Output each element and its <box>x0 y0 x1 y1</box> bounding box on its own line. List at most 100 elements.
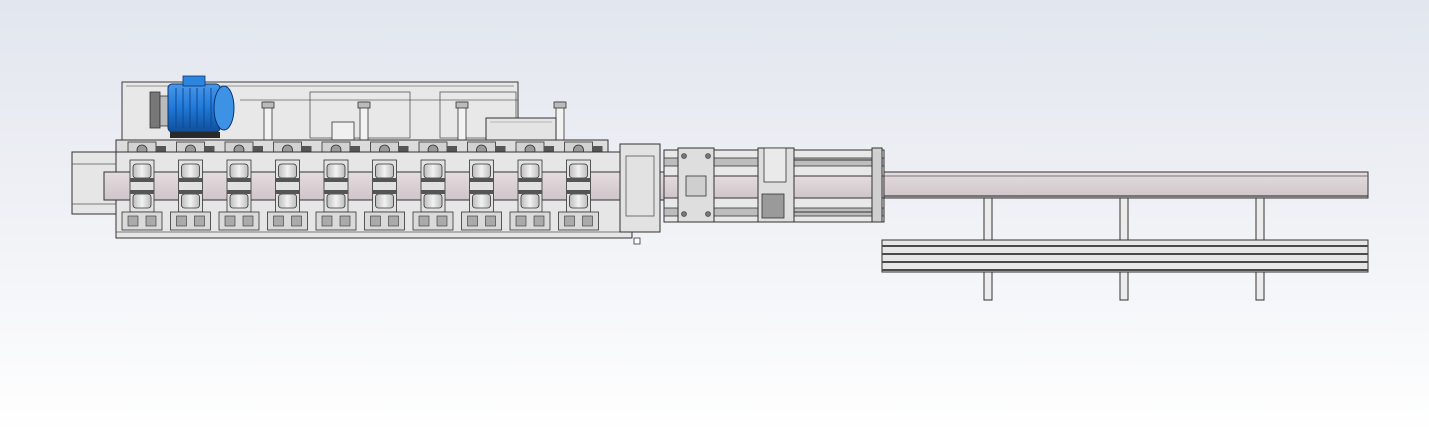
bearing-block <box>564 215 575 227</box>
cutting-unit <box>663 147 885 223</box>
chain-link <box>495 146 506 154</box>
punch-bolt <box>705 211 711 217</box>
idler-roller <box>331 121 355 143</box>
roller-band <box>275 190 300 194</box>
roller-band <box>518 190 542 194</box>
table-leg-lower <box>983 271 993 301</box>
runout-table-legs <box>983 197 1265 301</box>
upper-roller <box>423 163 443 179</box>
roller-band <box>178 190 203 194</box>
chain-link <box>253 146 263 154</box>
lower-roller <box>569 193 588 209</box>
lower-roller <box>375 193 394 209</box>
bearing-block <box>418 215 430 227</box>
roll-forming-machine <box>71 75 665 245</box>
cutter-end-plate <box>871 147 883 223</box>
lower-rail-frame <box>881 239 1369 273</box>
roller-band <box>372 178 397 182</box>
exit-housing <box>619 143 661 233</box>
bearing-block <box>370 215 381 227</box>
upper-roller <box>229 163 249 179</box>
chain-link <box>156 146 166 154</box>
roller-band <box>130 178 154 182</box>
roller-band <box>566 190 591 194</box>
gear-blocks-bottom <box>121 211 599 231</box>
guide-post-cap <box>357 101 371 109</box>
guide-post-cap <box>553 101 567 109</box>
roller-band <box>227 178 251 182</box>
lower-roller <box>278 193 297 209</box>
chain-link <box>350 146 360 154</box>
chain-link <box>592 146 603 154</box>
bearing-block <box>321 215 333 227</box>
cutter-blade-block <box>761 193 785 219</box>
punch-bolt <box>681 153 687 159</box>
lower-roller <box>132 193 152 209</box>
punch-bolt <box>681 211 687 217</box>
roller-band <box>130 190 154 194</box>
guide-post-cap <box>261 101 275 109</box>
roller-band <box>275 178 300 182</box>
roller-band <box>421 178 445 182</box>
lower-roller <box>520 193 540 209</box>
lower-roller <box>423 193 443 209</box>
table-leg-upper <box>1119 197 1129 241</box>
roller-band <box>421 190 445 194</box>
table-leg-lower <box>1255 271 1265 301</box>
bearing-block <box>145 215 157 227</box>
cutter-cylinder <box>763 147 787 183</box>
chain-link <box>204 146 215 154</box>
table-leg-upper <box>983 197 993 241</box>
bearing-block <box>242 215 254 227</box>
bearing-block <box>467 215 478 227</box>
punch-plate-inner <box>685 175 707 197</box>
motor-cooling-fins <box>175 88 212 128</box>
motor-pulley <box>149 91 161 129</box>
upper-roller <box>520 163 540 179</box>
bearing-block <box>224 215 236 227</box>
bearing-block <box>194 215 205 227</box>
runout-table <box>881 171 1369 301</box>
upper-roller <box>375 163 394 179</box>
guide-post-cap <box>455 101 469 109</box>
motor-terminal-box <box>182 75 206 87</box>
roller-band <box>469 190 494 194</box>
exit-housing-inner <box>625 155 655 217</box>
bearing-block <box>388 215 399 227</box>
chain-link <box>544 146 554 154</box>
roller-band <box>324 178 348 182</box>
bearing-block <box>515 215 527 227</box>
upper-roller <box>181 163 200 179</box>
lower-roller <box>181 193 200 209</box>
table-leg-lower <box>1119 271 1129 301</box>
upper-roller <box>278 163 297 179</box>
upper-roller <box>326 163 346 179</box>
roller-band <box>372 190 397 194</box>
electric-motor-icon <box>149 75 235 138</box>
bearing-block <box>176 215 187 227</box>
bearing-block <box>485 215 496 227</box>
lower-roller <box>472 193 491 209</box>
bearing-block <box>273 215 284 227</box>
chain-link <box>447 146 457 154</box>
roller-band <box>324 190 348 194</box>
upper-roller <box>569 163 588 179</box>
roller-band <box>518 178 542 182</box>
roller-band <box>227 190 251 194</box>
upper-roller <box>472 163 491 179</box>
chain-link <box>398 146 409 154</box>
motor-end-cap <box>213 85 235 131</box>
motor-foot <box>170 132 220 138</box>
lower-roller <box>326 193 346 209</box>
roller-band <box>469 178 494 182</box>
punch-bolt <box>705 153 711 159</box>
roller-band <box>566 178 591 182</box>
roller-band <box>178 178 203 182</box>
bearing-block <box>339 215 351 227</box>
bearing-block <box>291 215 302 227</box>
chain-link <box>301 146 312 154</box>
housing-panel-right <box>439 91 517 139</box>
bearing-block <box>436 215 448 227</box>
table-leg-upper <box>1255 197 1265 241</box>
